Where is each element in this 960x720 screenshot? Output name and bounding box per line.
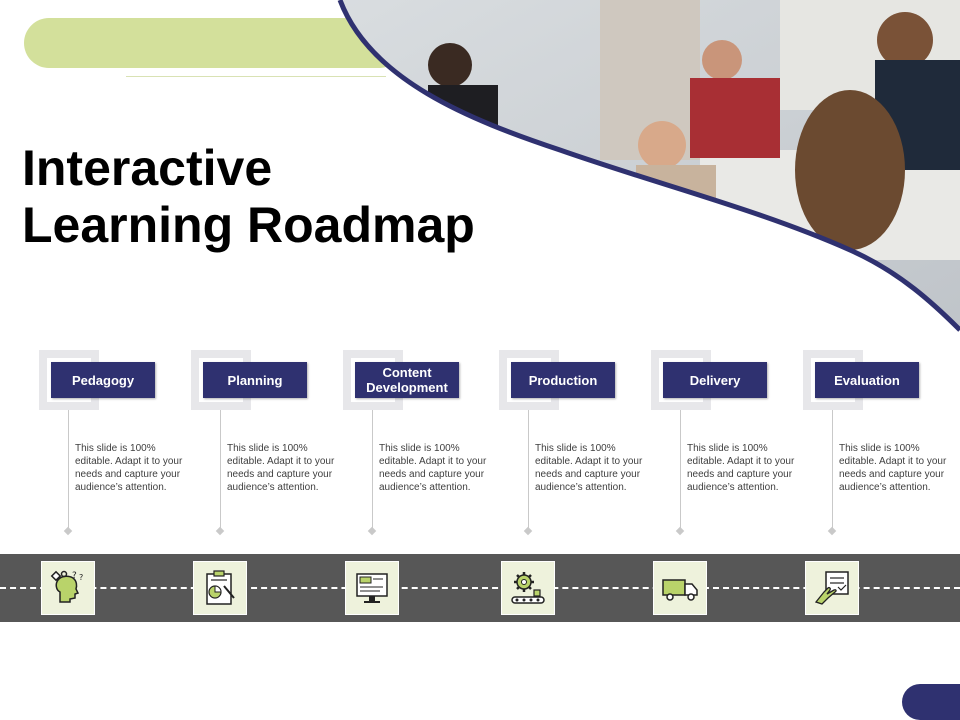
svg-text:?: ? — [79, 573, 83, 582]
step-label: Content Development — [355, 362, 459, 398]
connector-line — [680, 410, 681, 530]
connector-dot — [524, 527, 532, 535]
truck-icon — [653, 561, 707, 615]
gear-conveyor-icon — [501, 561, 555, 615]
connector-line — [528, 410, 529, 530]
step-delivery: Delivery This slide is 100% editable. Ad… — [651, 350, 791, 550]
connector-dot — [216, 527, 224, 535]
clipboard-chart-icon — [193, 561, 247, 615]
title-line-1: Interactive — [22, 140, 475, 197]
hand-checklist-icon — [805, 561, 859, 615]
step-description: This slide is 100% editable. Adapt it to… — [227, 442, 337, 494]
step-description: This slide is 100% editable. Adapt it to… — [75, 442, 185, 494]
step-label: Evaluation — [815, 362, 919, 398]
svg-text:?: ? — [72, 571, 77, 581]
step-description: This slide is 100% editable. Adapt it to… — [687, 442, 797, 494]
step-evaluation: Evaluation This slide is 100% editable. … — [803, 350, 943, 550]
step-description: This slide is 100% editable. Adapt it to… — [379, 442, 489, 494]
corner-accent-pill — [902, 684, 960, 720]
title-line-2: Learning Roadmap — [22, 197, 475, 254]
connector-line — [68, 410, 69, 530]
step-description: This slide is 100% editable. Adapt it to… — [839, 442, 949, 494]
step-description: This slide is 100% editable. Adapt it to… — [535, 442, 645, 494]
step-planning: Planning This slide is 100% editable. Ad… — [191, 350, 331, 550]
connector-dot — [828, 527, 836, 535]
connector-line — [832, 410, 833, 530]
step-label: Planning — [203, 362, 307, 398]
connector-dot — [64, 527, 72, 535]
head-puzzle-icon: ? ? — [41, 561, 95, 615]
connector-line — [220, 410, 221, 530]
connector-line — [372, 410, 373, 530]
page-title: Interactive Learning Roadmap — [22, 140, 475, 254]
computer-document-icon — [345, 561, 399, 615]
step-label: Production — [511, 362, 615, 398]
step-label: Delivery — [663, 362, 767, 398]
step-pedagogy: Pedagogy This slide is 100% editable. Ad… — [39, 350, 179, 550]
connector-dot — [676, 527, 684, 535]
step-content-development: Content Development This slide is 100% e… — [343, 350, 483, 550]
connector-dot — [368, 527, 376, 535]
step-label: Pedagogy — [51, 362, 155, 398]
step-production: Production This slide is 100% editable. … — [499, 350, 639, 550]
